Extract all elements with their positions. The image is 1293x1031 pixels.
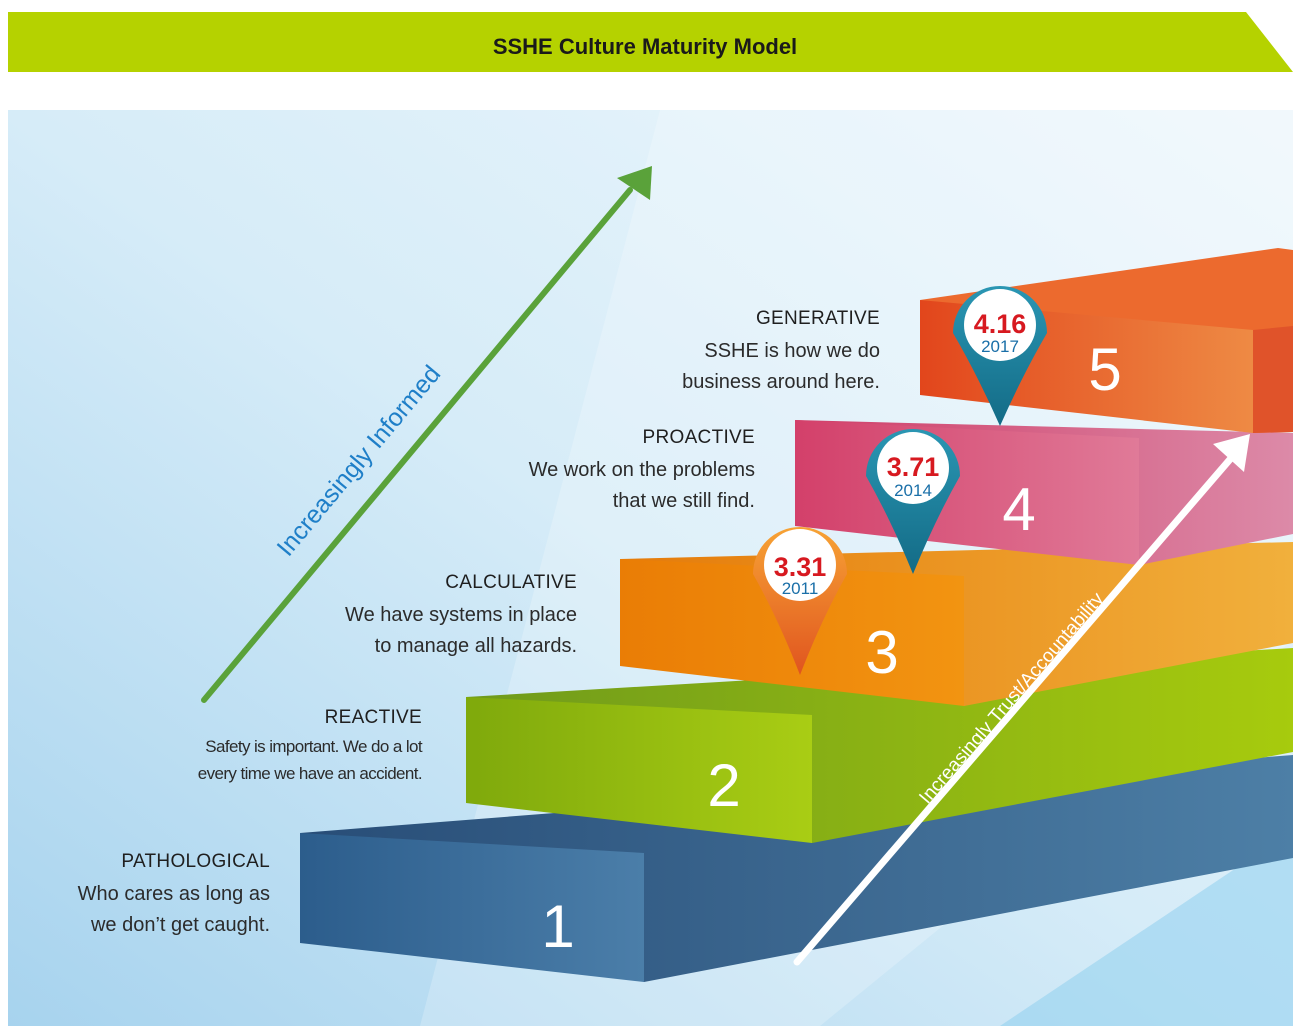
step-2-block bbox=[466, 648, 1293, 843]
level-3-description: CALCULATIVE We have systems in place to … bbox=[345, 572, 577, 662]
level-4-desc-line: that we still find. bbox=[612, 490, 755, 512]
step-2-number: 2 bbox=[707, 752, 740, 819]
level-5-desc-line: business around here. bbox=[682, 371, 880, 393]
marker-2011-year: 2011 bbox=[782, 579, 819, 598]
marker-2014-score: 3.71 bbox=[887, 452, 940, 482]
level-1-desc-line: we don’t get caught. bbox=[90, 914, 270, 936]
marker-2017: 4.16 2017 bbox=[953, 286, 1047, 426]
step-5-number: 5 bbox=[1088, 336, 1121, 403]
level-2-description: REACTIVE Safety is important. We do a lo… bbox=[197, 707, 423, 787]
trust-arrow bbox=[793, 434, 1250, 966]
level-1-title: PATHOLOGICAL bbox=[121, 851, 270, 872]
level-1-desc-line: Who cares as long as bbox=[77, 883, 270, 905]
informed-arrow bbox=[201, 166, 652, 703]
level-2-title: REACTIVE bbox=[324, 707, 422, 728]
header-banner: SSHE Culture Maturity Model bbox=[0, 0, 1293, 80]
corner-wash bbox=[1000, 830, 1293, 1026]
level-2-desc-line: every time we have an accident. bbox=[197, 764, 423, 783]
level-4-description: PROACTIVE We work on the problems that w… bbox=[529, 427, 755, 517]
marker-2014: 3.71 2014 bbox=[866, 429, 960, 574]
marker-2017-year: 2017 bbox=[981, 337, 1019, 356]
level-4-title: PROACTIVE bbox=[642, 427, 755, 448]
level-2-desc-line: Safety is important. We do a lot bbox=[205, 737, 422, 756]
level-5-description: GENERATIVE SSHE is how we do business ar… bbox=[682, 308, 880, 398]
step-1-number: 1 bbox=[541, 893, 574, 960]
page-title: SSHE Culture Maturity Model bbox=[492, 34, 798, 59]
level-4-desc-line: We work on the problems bbox=[528, 459, 755, 481]
step-1-block bbox=[300, 755, 1293, 982]
marker-2011: 3.31 2011 bbox=[753, 527, 847, 675]
level-3-desc-line: to manage all hazards. bbox=[374, 635, 577, 657]
level-3-desc-line: We have systems in place bbox=[345, 604, 577, 626]
marker-2014-year: 2014 bbox=[894, 481, 932, 500]
level-5-desc-line: SSHE is how we do bbox=[704, 340, 880, 362]
marker-2011-score: 3.31 bbox=[774, 552, 827, 582]
marker-2017-score: 4.16 bbox=[974, 309, 1027, 339]
level-5-title: GENERATIVE bbox=[755, 308, 880, 329]
step-4-number: 4 bbox=[1002, 476, 1035, 543]
level-3-title: CALCULATIVE bbox=[445, 572, 577, 593]
step-3-number: 3 bbox=[865, 619, 898, 686]
level-1-description: PATHOLOGICAL Who cares as long as we don… bbox=[78, 851, 270, 941]
